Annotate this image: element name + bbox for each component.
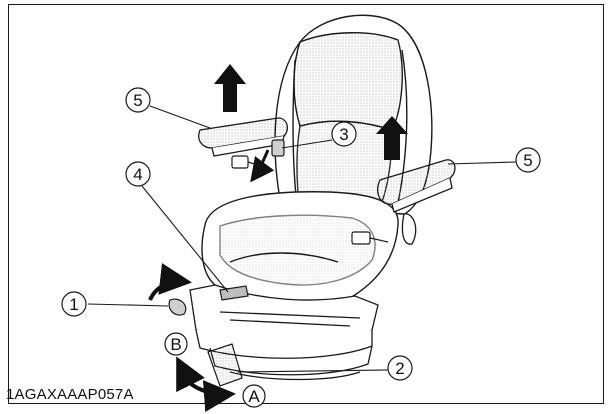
- svg-text:4: 4: [133, 165, 142, 184]
- seat-cushion: [201, 191, 399, 304]
- callout-5-right: 5: [515, 147, 541, 173]
- callout-2: 2: [387, 355, 413, 381]
- armrest-left[interactable]: [198, 117, 289, 157]
- seat-base: [189, 284, 379, 381]
- recline-arrow: [250, 149, 275, 183]
- leader-lines: [87, 105, 517, 373]
- callout-1: 1: [61, 291, 87, 317]
- svg-text:3: 3: [339, 125, 348, 144]
- callout-3: 3: [331, 121, 357, 147]
- svg-text:5: 5: [133, 91, 142, 110]
- movement-arrows: [148, 64, 408, 413]
- callout-group: 5 4 3 5 1 2 B A: [61, 87, 541, 408]
- callout-B: B: [164, 332, 188, 356]
- figure-code: 1AGAXAAAP057A: [6, 386, 134, 403]
- seat-backrest: [274, 14, 433, 215]
- svg-text:2: 2: [395, 359, 404, 378]
- svg-text:B: B: [170, 335, 181, 354]
- svg-text:1: 1: [69, 295, 78, 314]
- callout-4: 4: [125, 161, 151, 187]
- svg-text:5: 5: [523, 151, 532, 170]
- suspension-knob[interactable]: [207, 343, 243, 387]
- callout-5-left: 5: [125, 87, 151, 113]
- up-arrow-left: [214, 64, 246, 112]
- lever-arrow: [148, 263, 192, 301]
- fore-aft-lever[interactable]: [168, 298, 187, 316]
- armrest-right[interactable]: [377, 159, 456, 245]
- up-arrow-right: [376, 116, 408, 160]
- cushion-adjust-handle[interactable]: [219, 285, 249, 301]
- svg-text:A: A: [248, 387, 260, 406]
- callout-A: A: [242, 384, 266, 408]
